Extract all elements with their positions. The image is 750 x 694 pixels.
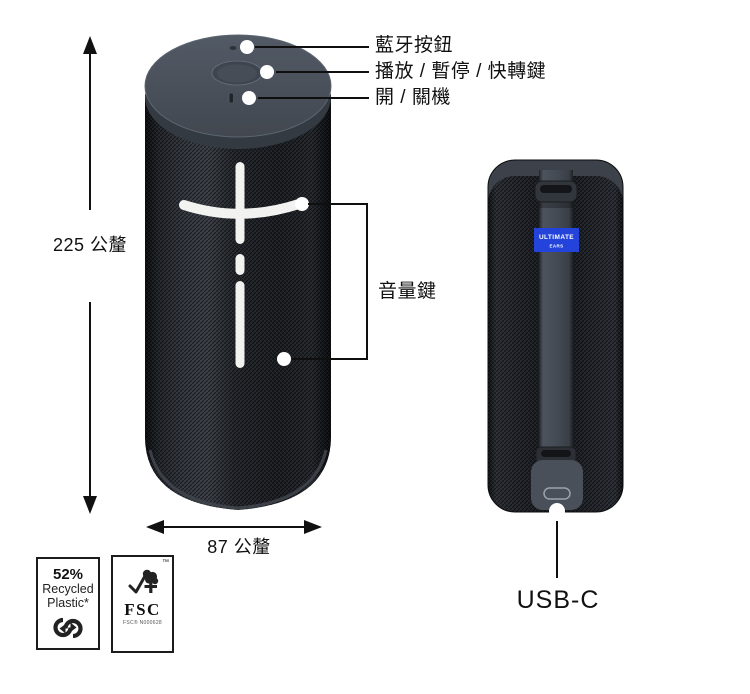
height-dimension-arrow [83,36,97,514]
power-button [228,92,234,104]
volume-minus-symbol [235,254,245,368]
fsc-trademark: ™ [162,559,169,566]
bottom-strap-anchor [535,446,577,465]
usb-c-marker-dot [549,503,565,519]
bluetooth-callout-label: 藍牙按鈕 [375,35,454,56]
volume-down-marker-dot [277,352,291,366]
recycled-word-2: Plastic* [47,596,89,610]
usb-c-callout-label: USB-C [516,586,600,614]
speaker-top-cap [144,34,332,149]
bluetooth-marker-dot [240,40,254,54]
volume-bracket-top-line [308,203,368,205]
speaker-back-illustration: ULTIMATE EARS [487,159,624,519]
play-pause-button [211,60,263,86]
fsc-license: FSC® N000628 [123,620,162,626]
hanging-loop [534,180,578,203]
recycled-word-1: Recycled [42,582,94,596]
volume-callout-label: 音量鍵 [378,281,437,302]
height-dimension-label: 225 公釐 [52,235,128,255]
play-pause-marker-dot [260,65,274,79]
speaker-front-illustration [144,34,332,510]
usb-c-callout-line [556,521,558,578]
volume-bracket-right-line [366,203,368,360]
volume-plus-symbol [179,162,304,244]
recycled-plastic-badge: 52% Recycled Plastic* [36,557,100,650]
brand-label: ULTIMATE EARS [534,228,579,252]
volume-bracket-bottom-line [292,358,368,360]
usb-c-port [543,487,571,500]
power-marker-dot [242,91,256,105]
play-pause-callout-label: 播放 / 暫停 / 快轉鍵 [375,61,547,82]
usb-c-port-plate [531,460,583,510]
width-dimension-arrow [146,520,322,534]
bluetooth-callout-line [255,46,369,48]
width-dimension-label: 87 公釐 [207,537,271,557]
fsc-name: FSC [124,600,161,619]
power-callout-label: 開 / 關機 [375,87,451,108]
power-callout-line [258,97,369,99]
volume-up-marker-dot [295,197,309,211]
recycle-loop-icon [53,617,83,639]
play-pause-callout-line [276,71,369,73]
fsc-badge: ™ FSC FSC® N000628 [111,555,174,653]
brand-label-line1: ULTIMATE [539,234,574,241]
brand-label-line2: EARS [549,244,563,249]
fsc-tree-icon [128,569,158,594]
recycled-percent: 52% [52,566,84,583]
bluetooth-button [229,46,237,50]
